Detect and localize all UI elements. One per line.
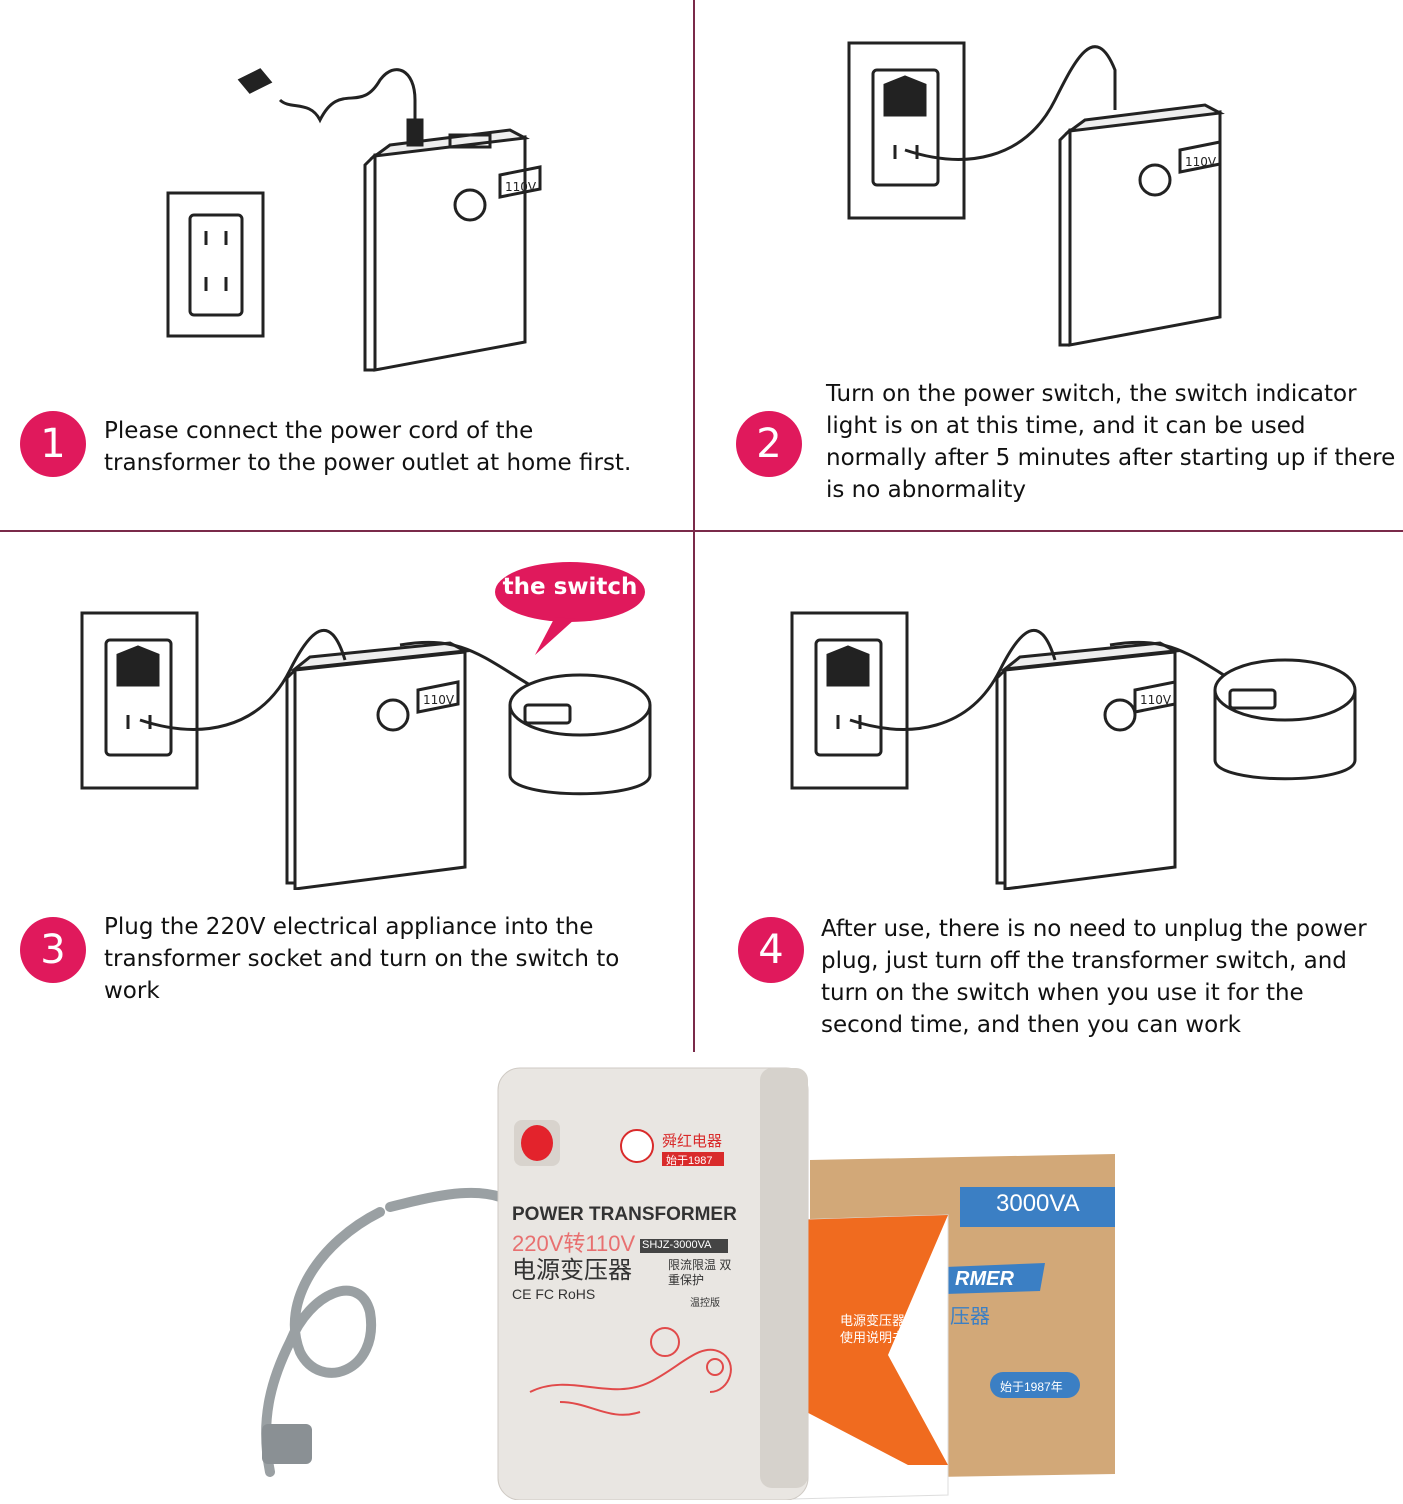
transformer-voltage-label-2: 110V (1185, 155, 1217, 169)
box-rating-strip (960, 1187, 1115, 1227)
cord-connector (262, 1424, 312, 1464)
step-4-badge: 4 (738, 917, 804, 983)
switch-callout-bubble (495, 562, 645, 655)
product-photo-svg (261, 1067, 1115, 1501)
transformer-voltage-label-4: 110V (1140, 693, 1172, 707)
product-name-cn: 电源变压器 (512, 1257, 632, 1284)
brand-name: 舜红电器 (662, 1133, 723, 1150)
horizontal-divider (0, 530, 1403, 532)
step-3-badge: 3 (20, 917, 86, 983)
step-2-text: Turn on the power switch, the switch ind… (826, 381, 1396, 503)
product-title: POWER TRANSFORMER (512, 1204, 737, 1225)
product-protection: 限流限温 双重保护 (668, 1258, 732, 1287)
floral-decoration (529, 1327, 732, 1416)
product-certs: CE FC RoHS (512, 1286, 596, 1302)
power-switch[interactable] (521, 1125, 553, 1161)
step-1-illustration: 110V (166, 68, 542, 372)
manual-title: 电源变压器 使用说明书 (840, 1313, 906, 1345)
step-2-badge: 2 (736, 411, 802, 477)
box-text: RMER (955, 1268, 1014, 1290)
product-edition: 温控版 (690, 1298, 720, 1309)
step-1-text: Please connect the power cord of the tra… (104, 418, 632, 476)
transformer-voltage-label: 110V (505, 180, 537, 194)
box-since: 始于1987年 (1000, 1380, 1063, 1394)
brand-logo (620, 1129, 654, 1163)
product-voltage: 220V转110V (512, 1231, 636, 1256)
step-4-text: After use, there is no need to unplug th… (821, 916, 1367, 1038)
brand-since: 始于1987 (666, 1155, 713, 1167)
step-3-text: Plug the 220V electrical appliance into … (104, 914, 620, 1004)
box-text-cn: 压器 (950, 1306, 990, 1328)
vertical-divider (693, 0, 695, 1052)
product-model: SHJZ-3000VA (642, 1239, 712, 1251)
product-photo: 舜红电器 始于1987 POWER TRANSFORMER 220V转110V … (0, 1052, 1403, 1501)
switch-callout-label: the switch (502, 574, 638, 600)
step-2-illustration: 110V (847, 41, 1225, 347)
step-4-illustration: 110V (790, 611, 1357, 890)
step-3-illustration: 110V (80, 611, 652, 890)
power-cord (261, 1187, 505, 1477)
step-1-badge: 1 (20, 411, 86, 477)
transformer-voltage-label-3: 110V (423, 693, 455, 707)
box-rating: 3000VA (996, 1190, 1080, 1217)
